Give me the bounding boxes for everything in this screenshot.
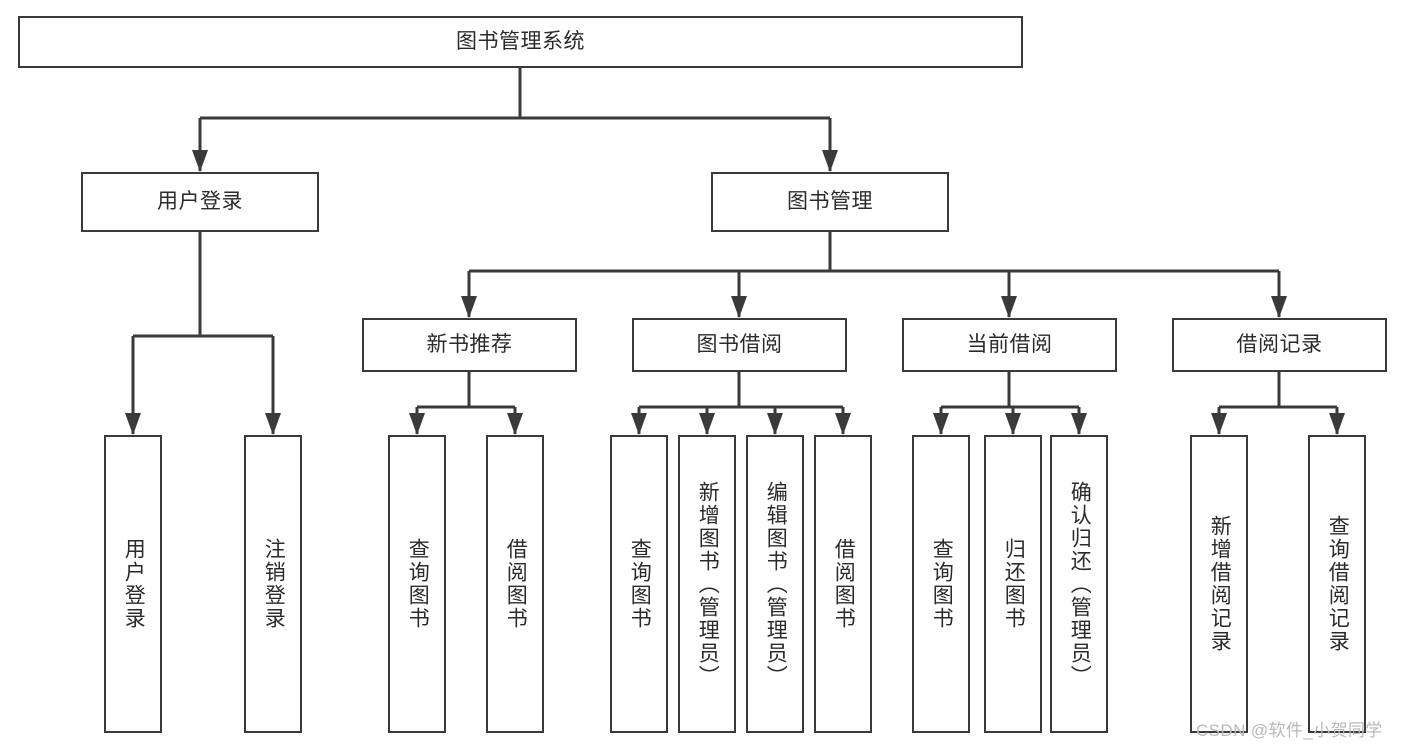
node-root-title[interactable]: 图书管理系统 xyxy=(18,16,1023,68)
node-leaf-edit-book[interactable]: 编辑图书（管理员） xyxy=(746,435,804,733)
node-label: 借阅图书 xyxy=(832,538,856,630)
arrow-head-icon xyxy=(1001,296,1017,318)
arrow-head-icon xyxy=(1005,413,1021,435)
node-leaf-query-book-3[interactable]: 查询图书 xyxy=(912,435,970,733)
node-user-login[interactable]: 用户登录 xyxy=(81,172,319,232)
node-label: 查询图书 xyxy=(930,538,954,630)
node-label: 当前借阅 xyxy=(966,333,1053,357)
arrow-head-icon xyxy=(1071,413,1087,435)
node-book-borrow[interactable]: 图书借阅 xyxy=(632,318,847,372)
node-label: 新书推荐 xyxy=(426,333,513,357)
node-label: 用户登录 xyxy=(122,538,146,630)
node-label: 图书借阅 xyxy=(696,333,783,357)
arrow-head-icon xyxy=(822,150,838,172)
node-label: 编辑图书（管理员） xyxy=(764,480,788,688)
node-label: 新增图书（管理员） xyxy=(696,480,720,688)
node-leaf-user-login[interactable]: 用户登录 xyxy=(104,435,162,733)
node-label: 图书管理系统 xyxy=(456,30,585,54)
node-label: 用户登录 xyxy=(157,190,243,214)
node-label: 查询图书 xyxy=(628,538,652,630)
arrow-head-icon xyxy=(1211,413,1227,435)
node-leaf-query-book-1[interactable]: 查询图书 xyxy=(388,435,446,733)
node-leaf-confirm-return[interactable]: 确认归还（管理员） xyxy=(1050,435,1108,733)
arrow-head-icon xyxy=(631,413,647,435)
node-leaf-borrow-book-2[interactable]: 借阅图书 xyxy=(814,435,872,733)
node-label: 查询借阅记录 xyxy=(1326,515,1350,653)
node-label: 借阅记录 xyxy=(1236,333,1323,357)
node-borrow-record[interactable]: 借阅记录 xyxy=(1172,318,1387,372)
node-label: 归还图书 xyxy=(1002,538,1026,630)
arrow-head-icon xyxy=(767,413,783,435)
arrow-head-icon xyxy=(933,413,949,435)
node-leaf-query-record[interactable]: 查询借阅记录 xyxy=(1308,435,1366,733)
node-label: 确认归还（管理员） xyxy=(1068,480,1092,688)
node-leaf-borrow-book-1[interactable]: 借阅图书 xyxy=(486,435,544,733)
node-new-book-recommend[interactable]: 新书推荐 xyxy=(362,318,577,372)
node-label: 借阅图书 xyxy=(504,538,528,630)
arrow-head-icon xyxy=(461,296,477,318)
node-label: 查询图书 xyxy=(406,538,430,630)
node-current-borrow[interactable]: 当前借阅 xyxy=(902,318,1117,372)
node-label: 新增借阅记录 xyxy=(1208,515,1232,653)
node-leaf-add-record[interactable]: 新增借阅记录 xyxy=(1190,435,1248,733)
arrow-head-icon xyxy=(699,413,715,435)
arrow-head-icon xyxy=(731,296,747,318)
arrow-head-icon xyxy=(507,413,523,435)
arrow-head-icon xyxy=(265,413,281,435)
arrow-head-icon xyxy=(192,150,208,172)
node-leaf-query-book-2[interactable]: 查询图书 xyxy=(610,435,668,733)
arrow-head-icon xyxy=(409,413,425,435)
arrow-head-icon xyxy=(125,413,141,435)
node-leaf-add-book[interactable]: 新增图书（管理员） xyxy=(678,435,736,733)
node-leaf-logout[interactable]: 注销登录 xyxy=(244,435,302,733)
arrow-head-icon xyxy=(1271,296,1287,318)
arrow-head-icon xyxy=(1329,413,1345,435)
arrow-head-icon xyxy=(835,413,851,435)
node-book-manage[interactable]: 图书管理 xyxy=(711,172,949,232)
node-label: 注销登录 xyxy=(262,538,286,630)
node-label: 图书管理 xyxy=(787,190,873,214)
node-leaf-return-book[interactable]: 归还图书 xyxy=(984,435,1042,733)
